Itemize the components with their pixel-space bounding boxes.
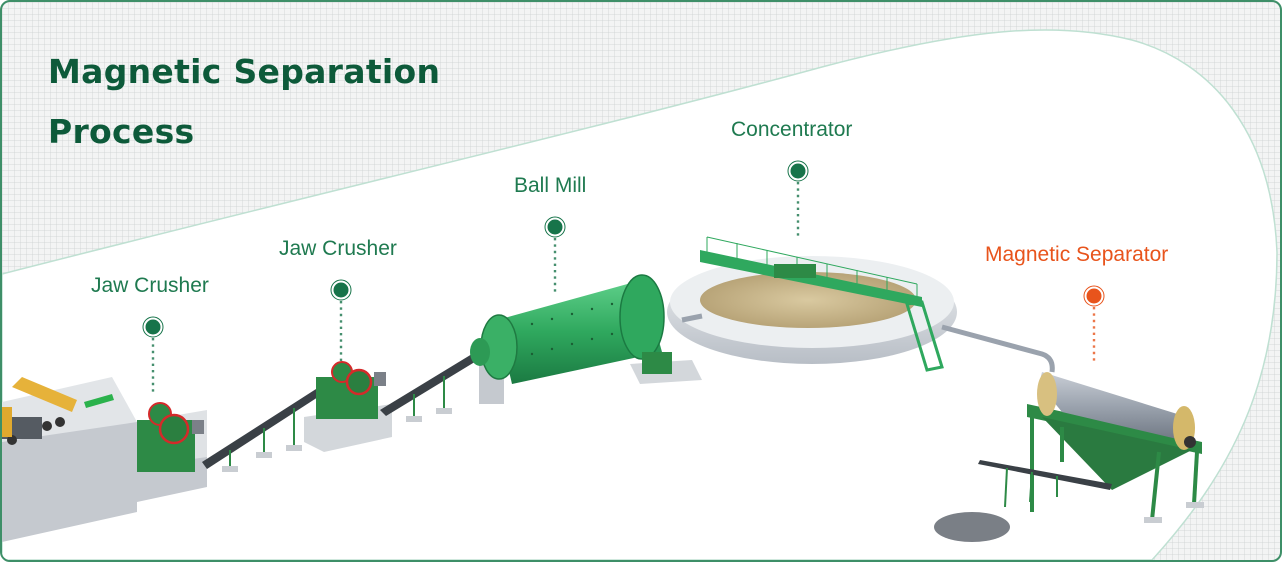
label-jaw-crusher-1: Jaw Crusher — [91, 274, 209, 297]
label-concentrator: Concentrator — [731, 118, 853, 141]
marker-concentrator — [787, 160, 809, 238]
magnetic-separator-machine — [934, 372, 1204, 542]
marker-jaw-crusher-1 — [142, 316, 164, 392]
marker-magnetic-separator — [1083, 285, 1105, 362]
jaw-crusher-2-machine — [304, 361, 392, 452]
marker-jaw-crusher-2 — [330, 279, 352, 362]
jaw-crusher-1-machine — [137, 402, 207, 502]
label-ball-mill: Ball Mill — [514, 174, 587, 197]
label-jaw-crusher-2: Jaw Crusher — [279, 237, 397, 260]
page-title: Magnetic Separation Process — [48, 42, 468, 162]
ball-mill-machine — [470, 274, 702, 404]
title-line-1: Magnetic Separation — [48, 52, 441, 91]
label-magnetic-separator: Magnetic Separator — [985, 243, 1169, 266]
conveyor-1 — [202, 382, 332, 472]
truck-and-hopper — [2, 377, 137, 542]
title-line-2: Process — [48, 112, 195, 151]
concentrator-machine — [667, 236, 1055, 373]
conveyor-2 — [380, 354, 478, 422]
marker-ball-mill — [544, 216, 566, 294]
